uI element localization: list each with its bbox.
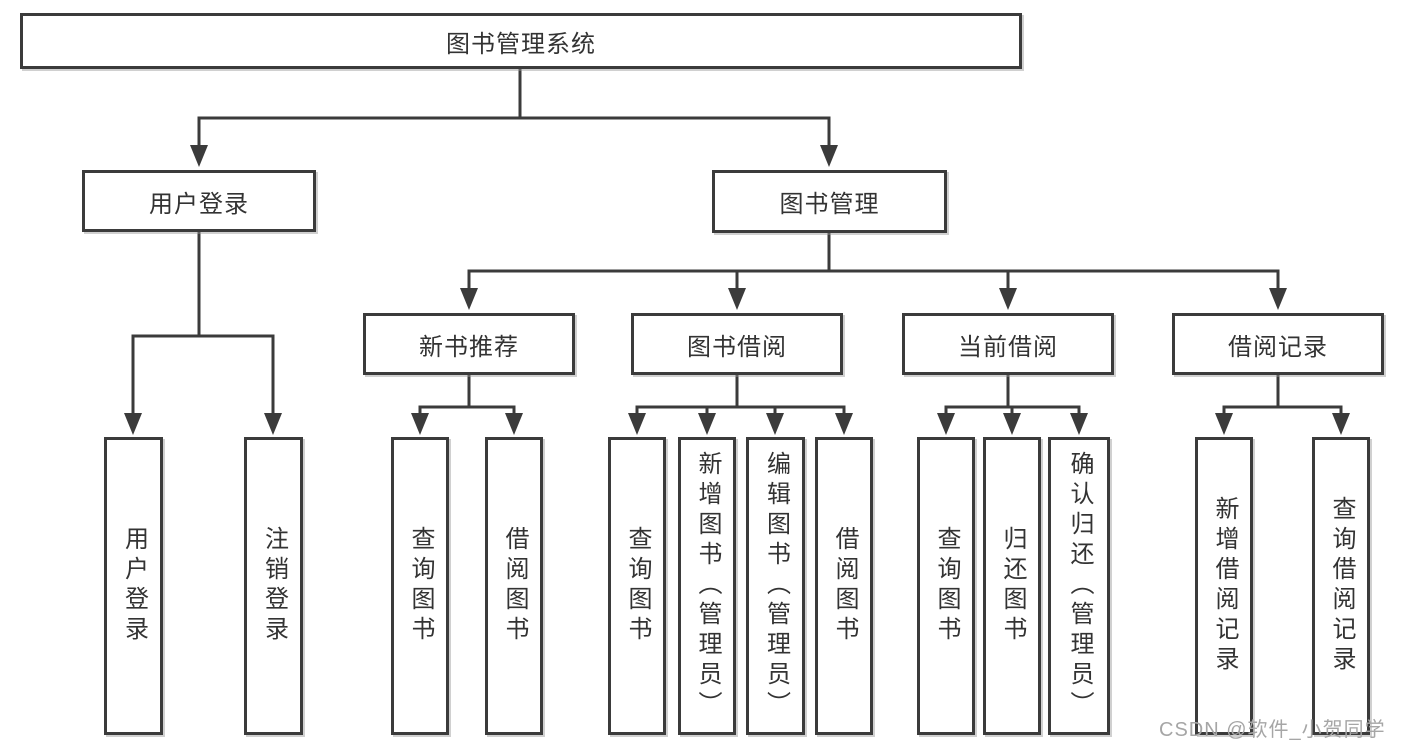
node-root: 图书管理系统 bbox=[20, 13, 1022, 69]
leaf-cb-query-books: 查询图书 bbox=[917, 437, 975, 735]
leaf-br-query-record-label: 查询借阅记录 bbox=[1328, 496, 1355, 676]
leaf-logout-label: 注销登录 bbox=[260, 526, 288, 646]
node-borrow-records-label: 借阅记录 bbox=[1228, 333, 1328, 361]
leaf-user-login-label: 用户登录 bbox=[120, 526, 148, 646]
leaf-br-add-record: 新增借阅记录 bbox=[1195, 437, 1253, 735]
leaf-cb-confirm-return-admin-label: 确认归还（管理员） bbox=[1066, 451, 1093, 721]
leaf-logout: 注销登录 bbox=[244, 437, 303, 735]
leaf-br-query-record: 查询借阅记录 bbox=[1312, 437, 1370, 735]
leaf-bb-add-books-admin: 新增图书（管理员） bbox=[678, 437, 736, 735]
leaf-bb-edit-books-admin-label: 编辑图书（管理员） bbox=[762, 451, 790, 721]
leaf-cb-return-books-label: 归还图书 bbox=[999, 526, 1026, 646]
node-book-borrow: 图书借阅 bbox=[631, 313, 843, 375]
node-current-borrow: 当前借阅 bbox=[902, 313, 1114, 375]
node-book-management: 图书管理 bbox=[712, 170, 947, 233]
leaf-bb-edit-books-admin: 编辑图书（管理员） bbox=[746, 437, 805, 735]
node-user-login: 用户登录 bbox=[82, 170, 316, 232]
leaf-bb-add-books-admin-label: 新增图书（管理员） bbox=[694, 451, 721, 721]
leaf-user-login: 用户登录 bbox=[104, 437, 163, 735]
leaf-nb-borrow-books-label: 借阅图书 bbox=[501, 526, 528, 646]
node-borrow-records: 借阅记录 bbox=[1172, 313, 1384, 375]
leaf-bb-query-books-label: 查询图书 bbox=[624, 526, 651, 646]
leaf-bb-query-books: 查询图书 bbox=[608, 437, 666, 735]
leaf-bb-borrow-books: 借阅图书 bbox=[815, 437, 873, 735]
leaf-nb-borrow-books: 借阅图书 bbox=[485, 437, 543, 735]
csdn-watermark: CSDN @软件_小贺同学 bbox=[1159, 719, 1386, 741]
node-book-borrow-label: 图书借阅 bbox=[687, 333, 787, 361]
node-new-book-recommend-label: 新书推荐 bbox=[419, 333, 519, 361]
leaf-nb-query-books-label: 查询图书 bbox=[407, 526, 434, 646]
node-book-management-label: 图书管理 bbox=[779, 191, 880, 218]
leaf-bb-borrow-books-label: 借阅图书 bbox=[831, 526, 858, 646]
leaf-cb-confirm-return-admin: 确认归还（管理员） bbox=[1048, 437, 1110, 735]
leaf-cb-query-books-label: 查询图书 bbox=[933, 526, 960, 646]
node-user-login-label: 用户登录 bbox=[149, 190, 249, 218]
node-current-borrow-label: 当前借阅 bbox=[958, 333, 1058, 361]
leaf-br-add-record-label: 新增借阅记录 bbox=[1211, 496, 1238, 676]
node-new-book-recommend: 新书推荐 bbox=[363, 313, 575, 375]
leaf-cb-return-books: 归还图书 bbox=[983, 437, 1041, 735]
node-root-label: 图书管理系统 bbox=[446, 30, 596, 58]
leaf-nb-query-books: 查询图书 bbox=[391, 437, 449, 735]
